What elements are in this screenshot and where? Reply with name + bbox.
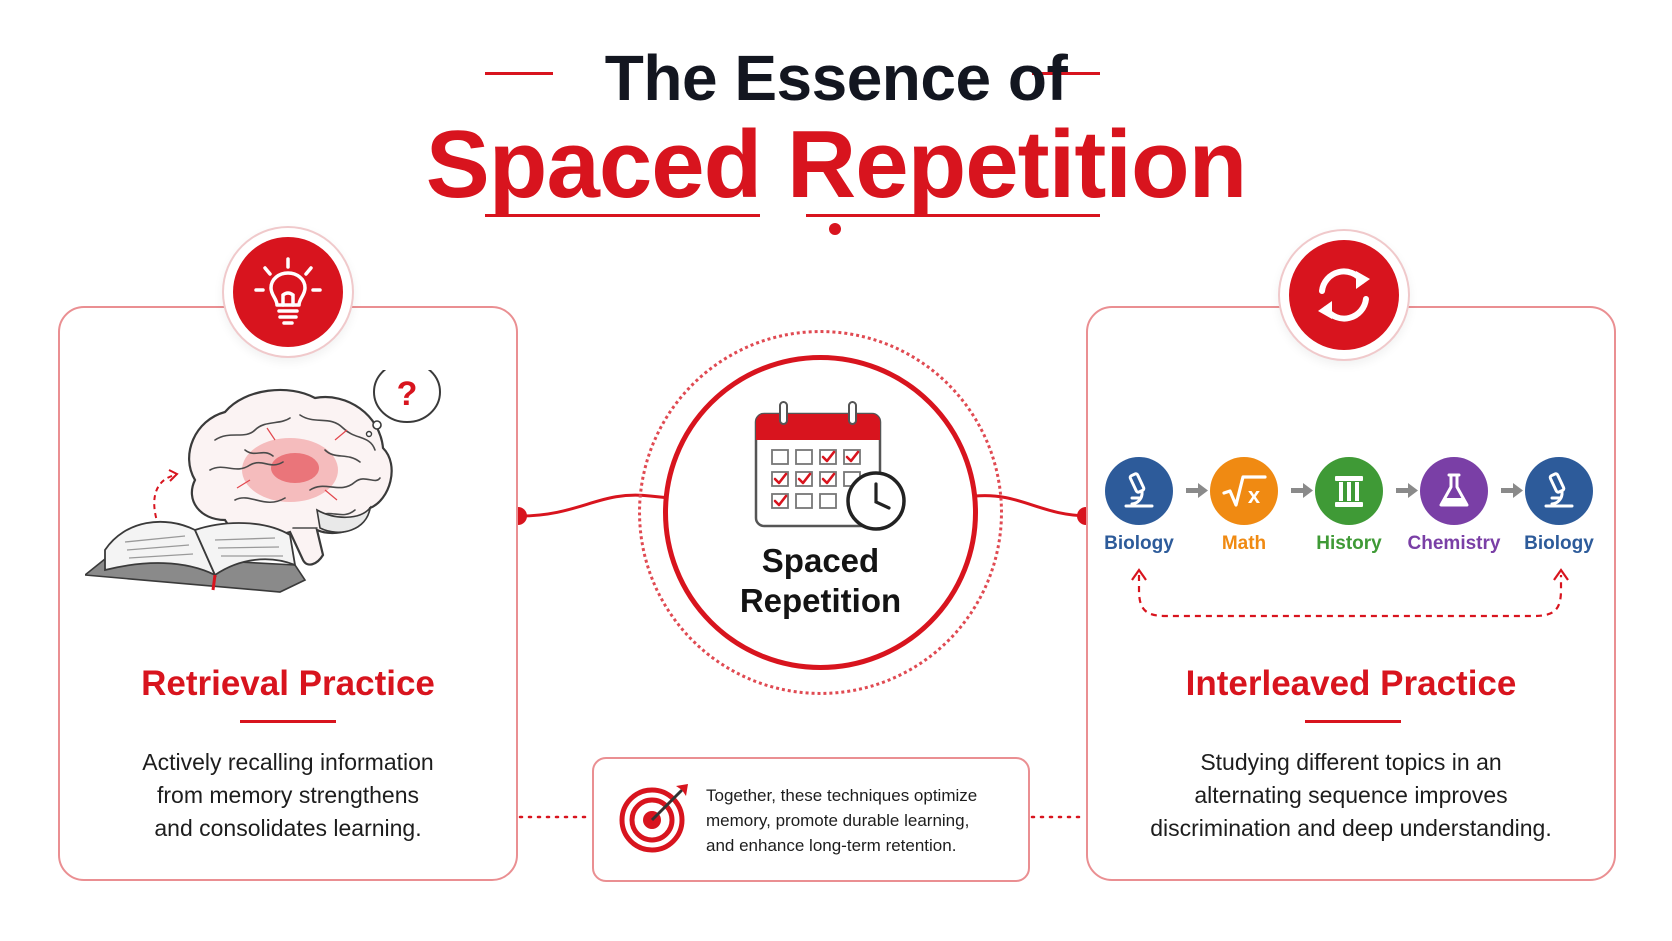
topic-label-chemistry: Chemistry [1407, 533, 1501, 554]
topic-label-biology: Biology [1104, 533, 1174, 554]
topic-biology-repeat-icon [1525, 457, 1593, 525]
calendar-clock-icon [754, 401, 906, 531]
retrieval-heading-underline [240, 720, 336, 723]
interleaved-practice-description: Studying different topics in an alternat… [1150, 749, 1552, 841]
topic-history-icon [1315, 457, 1383, 525]
title-rule-right [1032, 72, 1100, 75]
open-book-icon [85, 520, 307, 593]
interleaved-practice-heading: Interleaved Practice [1185, 664, 1517, 703]
interleaved-heading-underline [1305, 720, 1401, 723]
refresh-cycle-icon [1289, 240, 1399, 350]
title-divider-dot [829, 223, 841, 235]
page-title-line1: The Essence of [604, 42, 1068, 114]
title-rule-left [485, 72, 553, 75]
brain-book-illustration: ? [85, 370, 441, 593]
title-underline-left [485, 214, 760, 217]
target-icon [619, 784, 688, 853]
topic-math-icon: x [1210, 457, 1278, 525]
question-bubble-icon: ? [365, 370, 441, 438]
summary-box [592, 757, 1030, 882]
spaced-repetition-label: Spaced Repetition [739, 542, 902, 619]
svg-text:?: ? [397, 375, 418, 413]
topic-sequence-arrows [1131, 483, 1569, 618]
lightbulb-icon [233, 237, 343, 347]
topic-label-math: Math [1221, 533, 1267, 554]
svg-text:x: x [1248, 483, 1261, 508]
topic-label-history: History [1316, 533, 1382, 554]
topic-biology-icon [1105, 457, 1173, 525]
topic-label-biology-repeat: Biology [1524, 533, 1594, 554]
page-title-line2: Spaced Repetition [425, 111, 1247, 218]
title-underline-right [806, 214, 1100, 217]
center-dotted-ring [638, 330, 1003, 695]
topic-chemistry-icon [1420, 457, 1488, 525]
retrieval-practice-heading: Retrieval Practice [141, 664, 435, 703]
retrieval-practice-description: Actively recalling information from memo… [142, 749, 434, 841]
interleaved-practice-panel [1086, 306, 1616, 881]
return-loop-arrow [1137, 575, 1563, 618]
summary-text: Together, these techniques optimize memo… [706, 786, 978, 855]
